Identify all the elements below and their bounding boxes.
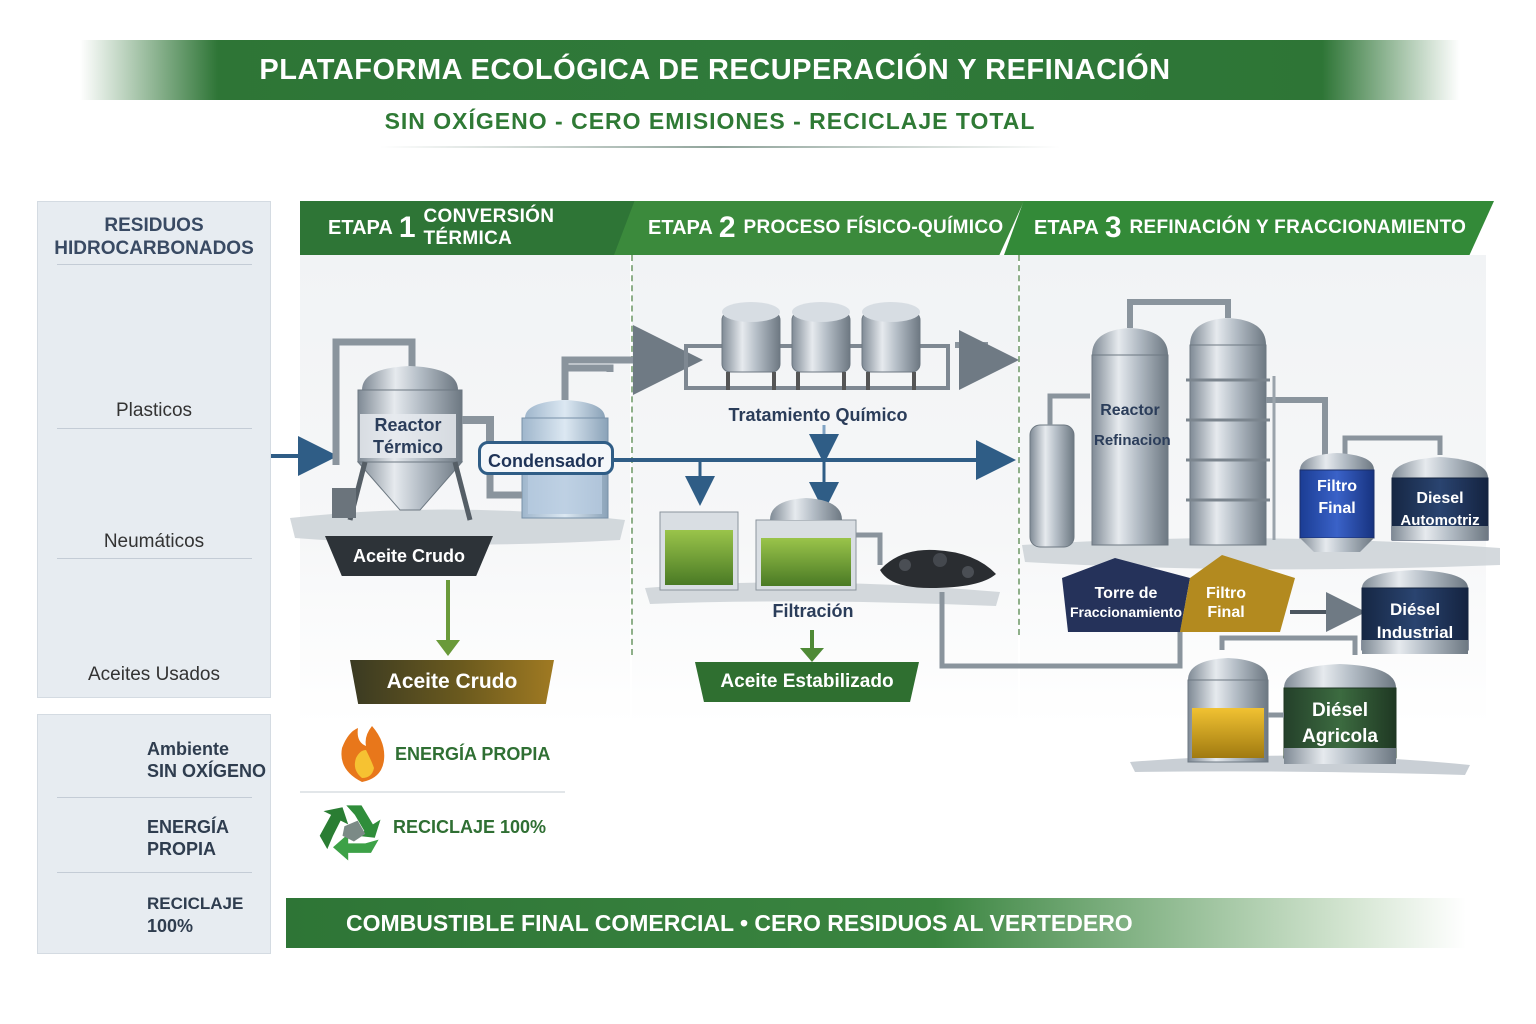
panel-separator xyxy=(57,558,252,559)
panel-separator xyxy=(57,264,252,265)
thermal-reactor-line2: Térmico xyxy=(372,437,444,457)
stage-2-name: PROCESO FÍSICO-QUÍMICO xyxy=(743,217,1004,238)
panel-separator xyxy=(57,428,252,429)
diesel-automotive-label: Diesel Automotriz xyxy=(1392,488,1488,532)
feature-no-oxygen-line1: Ambiente xyxy=(147,739,230,759)
input-item-plastics: Plasticos xyxy=(115,400,193,421)
chemical-treatment-tanks xyxy=(684,302,950,390)
diesel-agricultural-label: Diésel Agricola xyxy=(1284,698,1396,750)
stage-1-header: ETAPA 1 CONVERSIÓN TÉRMICA xyxy=(300,201,635,255)
stage-divider-2 xyxy=(1018,255,1020,635)
refining-reactor-label: Reactor Refinacion xyxy=(1094,396,1171,456)
feature-no-oxygen: Ambiente SIN OXÍGENO xyxy=(147,738,266,782)
fraction-tower-line1: Torre de xyxy=(1094,585,1158,602)
diesel-automotive-tank xyxy=(1391,457,1489,541)
diesel-automotive-line2: Automotriz xyxy=(1400,512,1480,529)
stage-1-prefix: ETAPA xyxy=(328,216,393,239)
recycle-rock-icon xyxy=(319,805,381,861)
features-panel xyxy=(37,714,271,954)
stage-divider-1 xyxy=(631,255,633,655)
final-filter-line2: Final xyxy=(1318,500,1356,517)
stage-3-number: 3 xyxy=(1104,211,1122,244)
diesel-industrial-label: Diésel Industrial xyxy=(1362,598,1468,644)
amber-storage-tank xyxy=(1187,635,1358,763)
input-item-tires: Neumáticos xyxy=(103,531,205,552)
page-subtitle: SIN OXÍGENO - CERO EMISIONES - RECICLAJE… xyxy=(384,108,1036,134)
panel-separator xyxy=(57,872,252,873)
condenser-label: Condensador xyxy=(478,441,614,475)
stabilized-oil-output: Aceite Estabilizado xyxy=(695,662,919,702)
final-filter-tag-line2: Final xyxy=(1207,604,1245,621)
diesel-agricultural-line1: Diésel xyxy=(1312,700,1368,721)
subtitle-underline xyxy=(380,146,1060,148)
feature-own-energy: ENERGÍA PROPIA xyxy=(147,816,229,860)
stage-2-prefix: ETAPA xyxy=(648,216,713,239)
feature-recycling-line2: 100% xyxy=(147,916,194,936)
fraction-tower-line2: Fraccionamiento xyxy=(1069,604,1183,620)
thermal-reactor-line1: Reactor xyxy=(374,415,442,435)
diesel-agricultural-tank xyxy=(1268,664,1397,764)
feature-recycling: RECICLAJE 100% xyxy=(147,893,243,937)
refining-reactor-line2: Refinacion xyxy=(1094,432,1171,449)
stage-1-number: 1 xyxy=(398,211,416,244)
panel-separator xyxy=(57,797,252,798)
condenser-to-treatment-pipe xyxy=(561,325,703,395)
input-heading-line2: HIDROCARBONADOS xyxy=(54,238,254,259)
flame-icon xyxy=(341,726,385,782)
final-filter-label: Filtro Final xyxy=(1300,476,1374,520)
input-waste-panel xyxy=(37,201,271,698)
final-filter-tank xyxy=(1299,453,1375,552)
stage-2-number: 2 xyxy=(718,211,736,244)
center-feature-energy: ENERGÍA PROPIA xyxy=(395,744,551,764)
feature-no-oxygen-line2: SIN OXÍGENO xyxy=(147,761,267,781)
refining-reactor-line1: Reactor xyxy=(1100,402,1160,419)
fraction-tower-tag-shape xyxy=(1062,558,1190,632)
center-feature-recycling: RECICLAJE 100% xyxy=(393,817,547,837)
fraction-tower-tag: Torre de Fraccionamiento xyxy=(1064,584,1188,622)
input-panel-heading: RESIDUOS HIDROCARBONADOS xyxy=(37,214,271,260)
thermal-reactor-label: Reactor Térmico xyxy=(360,414,456,458)
filtration-label: Filtración xyxy=(772,601,854,621)
chemical-treatment-label: Tratamiento Químico xyxy=(728,405,908,425)
diesel-industrial-tank xyxy=(1361,570,1469,654)
filtration-tanks xyxy=(659,498,996,591)
feature-own-energy-line2: PROPIA xyxy=(147,839,217,859)
crude-oil-output: Aceite Crudo xyxy=(350,660,554,704)
diesel-industrial-line2: Industrial xyxy=(1376,623,1454,642)
final-filter-tag-line1: Filtro xyxy=(1206,585,1246,602)
input-heading-line1: RESIDUOS xyxy=(104,215,204,236)
final-filter-line1: Filtro xyxy=(1317,478,1357,495)
diesel-automotive-line1: Diesel xyxy=(1416,490,1464,507)
input-item-used-oils: Aceites Usados xyxy=(87,664,220,685)
refinery-columns xyxy=(1029,299,1443,548)
final-filter-tag: Filtro Final xyxy=(1190,584,1262,622)
diesel-industrial-line1: Diésel xyxy=(1389,600,1441,619)
crude-oil-tag: Aceite Crudo xyxy=(325,536,493,576)
stage-1-name: CONVERSIÓN TÉRMICA xyxy=(423,206,555,249)
stage-3-name: REFINACIÓN Y FRACCIONAMIENTO xyxy=(1129,217,1467,238)
filter-tag-shape xyxy=(1180,555,1295,632)
diesel-agricultural-line2: Agricola xyxy=(1301,726,1379,747)
stage-2-header: ETAPA 2 PROCESO FÍSICO-QUÍMICO xyxy=(614,201,1024,255)
stage-3-header: ETAPA 3 REFINACIÓN Y FRACCIONAMIENTO xyxy=(1004,201,1494,255)
feature-own-energy-line1: ENERGÍA xyxy=(147,817,230,837)
footer-banner: COMBUSTIBLE FINAL COMERCIAL • CERO RESID… xyxy=(286,898,1466,948)
feature-recycling-line1: RECICLAJE xyxy=(147,894,244,913)
page-title: PLATAFORMA ECOLÓGICA DE RECUPERACIÓN Y R… xyxy=(80,40,1460,100)
stage-3-prefix: ETAPA xyxy=(1034,216,1099,239)
